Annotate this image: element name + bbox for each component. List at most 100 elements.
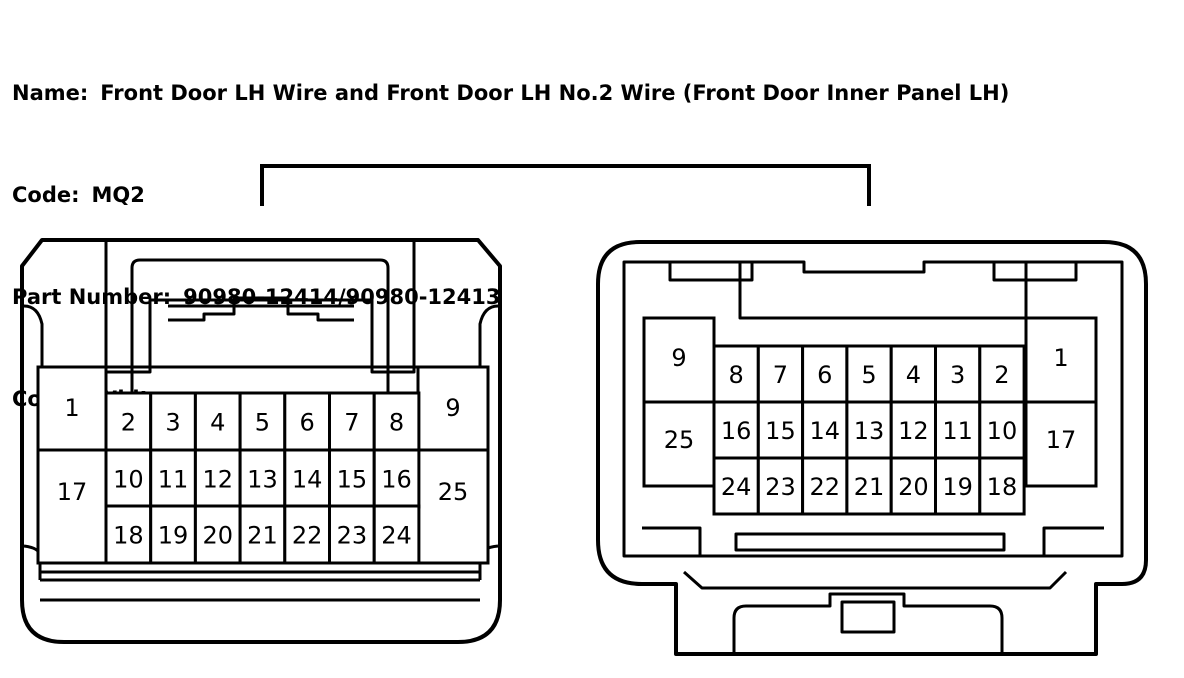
- left-connector-pin-label-3: 3: [165, 409, 180, 437]
- left-connector-pin-cavity-20: [193, 504, 242, 565]
- right-connector-pin-label-16: 16: [721, 417, 752, 445]
- right-connector-lock: [732, 592, 1004, 654]
- name-row: Name: Front Door LH Wire and Front Door L…: [12, 76, 1009, 110]
- right-connector-pin-label-17: 17: [1046, 426, 1077, 454]
- left-connector-pin-label-7: 7: [344, 409, 359, 437]
- left-connector-pin-label-23: 23: [337, 522, 368, 550]
- left-connector-bottom-rail: [40, 570, 480, 602]
- right-connector-pin-label-24: 24: [721, 473, 752, 501]
- left-connector-pin-cavity-1: [36, 365, 108, 452]
- left-connector-pin-label-24: 24: [381, 522, 412, 550]
- right-connector-pin-label-21: 21: [854, 473, 885, 501]
- left-connector-pin-label-2: 2: [121, 409, 136, 437]
- right-connector-pin-label-13: 13: [854, 417, 885, 445]
- left-connector-pin-label-18: 18: [113, 522, 144, 550]
- connector-info: Name: Front Door LH Wire and Front Door L…: [12, 8, 1009, 450]
- right-connector-pin-label-11: 11: [942, 417, 973, 445]
- connector-pair-bracket: [260, 164, 871, 206]
- right-connector-pin-label-6: 6: [817, 361, 832, 389]
- left-connector-pin-label-22: 22: [292, 522, 323, 550]
- left-connector-pin-cavity-25: [416, 448, 490, 565]
- right-connector-pin-cavity-10: [978, 400, 1026, 460]
- left-connector-pin-cavity-23: [328, 504, 376, 565]
- left-connector-pin-label-19: 19: [158, 522, 189, 550]
- right-connector-window-left: [668, 260, 754, 282]
- left-connector-pin-cavity-11: [149, 448, 197, 509]
- right-connector-outline: [596, 240, 1148, 656]
- left-connector-latch-inner: [130, 258, 390, 394]
- left-connector-pin-cavity-17: [36, 448, 108, 565]
- left-connector-pin-label-12: 12: [202, 466, 233, 494]
- right-connector-lock-button: [840, 600, 896, 634]
- code-row: Code:MQ2: [12, 178, 1009, 212]
- right-connector-pin-cavity-22: [801, 456, 849, 516]
- left-connector-upper-lip: [23, 304, 44, 368]
- right-connector-pin-label-5: 5: [861, 361, 876, 389]
- right-connector-pin-cavity-17: [1024, 400, 1098, 488]
- right-connector-pin-label-8: 8: [729, 361, 744, 389]
- right-connector-pin-cavity-18: [978, 456, 1026, 516]
- left-connector-pin-label-10: 10: [113, 466, 144, 494]
- left-connector-outline: [20, 238, 502, 644]
- left-connector-pin-label-20: 20: [202, 522, 233, 550]
- left-connector-pin-label-8: 8: [389, 409, 404, 437]
- right-connector: [596, 240, 1148, 656]
- left-connector-pin-label-16: 16: [381, 466, 412, 494]
- left-connector-latch-frame: [104, 242, 416, 374]
- right-connector-pin-label-20: 20: [898, 473, 929, 501]
- part-number-label: Part Number:: [12, 285, 172, 309]
- left-connector-pin-cavity-24: [372, 504, 421, 565]
- right-connector-pin-cavity-25: [642, 400, 716, 488]
- right-connector-pin-cavity-3: [934, 344, 982, 404]
- right-connector-pin-label-7: 7: [773, 361, 788, 389]
- right-connector-pin-label-18: 18: [987, 473, 1018, 501]
- right-connector-side-steps: [642, 526, 1104, 556]
- right-connector-pin-cavity-2: [978, 344, 1026, 404]
- right-connector-pin-cavity-11: [934, 400, 982, 460]
- left-connector-pin-label-25: 25: [438, 478, 469, 506]
- right-connector-pin-cavity-14: [801, 400, 849, 460]
- left-connector-pin-label-13: 13: [247, 466, 278, 494]
- right-connector-inner-frame: [622, 260, 1124, 558]
- left-connector-pin-cavity-2: [104, 391, 153, 452]
- left-connector-pin-label-14: 14: [292, 466, 323, 494]
- right-connector-pin-cavity-24: [712, 456, 760, 516]
- left-connector-pin-label-11: 11: [158, 466, 189, 494]
- right-connector-pin-label-25: 25: [664, 426, 695, 454]
- left-connector-pin-label-4: 4: [210, 409, 225, 437]
- right-connector-pin-label-22: 22: [809, 473, 840, 501]
- right-connector-latch-guide: [738, 262, 1028, 320]
- right-connector-pin-label-10: 10: [987, 417, 1018, 445]
- left-connector-pin-label-1: 1: [64, 394, 79, 422]
- right-connector-bottom-slot: [734, 532, 1006, 552]
- right-connector-pin-label-19: 19: [942, 473, 973, 501]
- left-connector-pin-label-17: 17: [57, 478, 88, 506]
- right-connector-pin-cavity-1: [1024, 316, 1098, 404]
- left-connector-pin-label-5: 5: [255, 409, 270, 437]
- name-value: Front Door LH Wire and Front Door LH No.…: [100, 81, 1010, 105]
- right-connector-pin-cavity-7: [756, 344, 805, 404]
- code-label: Code:: [12, 183, 80, 207]
- right-connector-pin-label-2: 2: [994, 361, 1009, 389]
- left-connector-pin-label-6: 6: [300, 409, 315, 437]
- right-connector-pin-label-1: 1: [1053, 344, 1068, 372]
- right-connector-pin-label-23: 23: [765, 473, 796, 501]
- right-connector-pin-label-12: 12: [898, 417, 929, 445]
- left-connector-lock-tab: [168, 296, 354, 322]
- left-connector-pin-cavity-16: [372, 448, 421, 509]
- left-connector-pin-cavity-19: [149, 504, 197, 565]
- left-connector-bottom-ends: [23, 544, 499, 580]
- name-label: Name:: [12, 81, 89, 105]
- right-connector-pin-label-15: 15: [765, 417, 796, 445]
- left-connector-upper-lip-right: [478, 304, 499, 368]
- right-connector-pin-label-3: 3: [950, 361, 965, 389]
- right-connector-pin-cavity-21: [845, 456, 893, 516]
- left-connector-pin-label-21: 21: [247, 522, 278, 550]
- right-connector-pin-label-14: 14: [809, 417, 840, 445]
- right-connector-pin-cavity-23: [756, 456, 805, 516]
- left-connector-pin-label-15: 15: [337, 466, 368, 494]
- right-connector-lower-lip: [683, 570, 1068, 590]
- left-connector-pin-label-9: 9: [445, 394, 460, 422]
